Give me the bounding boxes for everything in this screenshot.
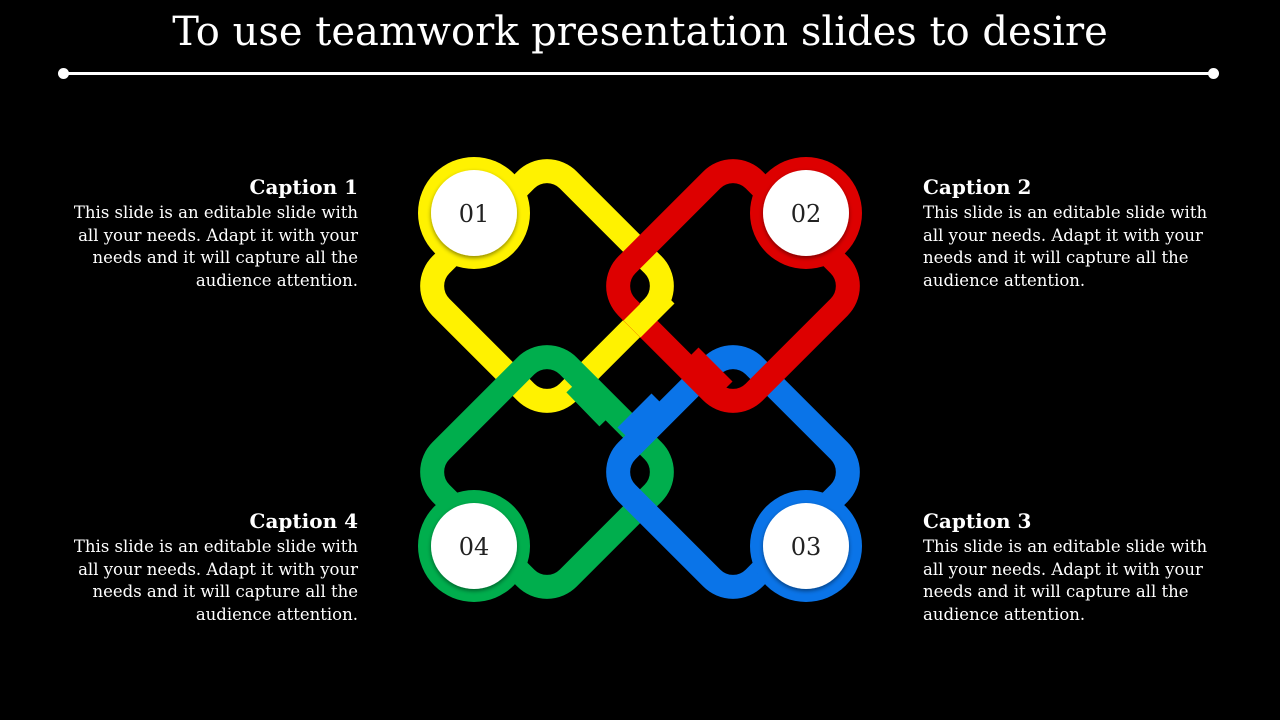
caption-heading-4: Caption 4 <box>249 509 358 533</box>
number-label-2: 02 <box>791 200 822 228</box>
caption-text-4: This slide is an editable slide with all… <box>73 537 358 624</box>
caption-text-1: This slide is an editable slide with all… <box>73 203 358 290</box>
number-badge-4: 04 <box>431 503 517 589</box>
caption-heading-2: Caption 2 <box>923 175 1032 199</box>
caption-heading-1: Caption 1 <box>249 175 358 199</box>
divider-endpoint-left <box>58 68 69 79</box>
caption-text-3: This slide is an editable slide with all… <box>923 537 1208 624</box>
interlock-overlaps <box>566 286 733 445</box>
number-label-4: 04 <box>459 533 490 561</box>
caption-block-2: Caption 2 This slide is an editable slid… <box>923 174 1223 292</box>
divider-endpoint-right <box>1208 68 1219 79</box>
title-divider <box>64 72 1214 75</box>
caption-text-2: This slide is an editable slide with all… <box>923 203 1208 290</box>
number-badge-2: 02 <box>763 170 849 256</box>
caption-heading-3: Caption 3 <box>923 509 1032 533</box>
number-badge-3: 03 <box>763 503 849 589</box>
slide-title: To use teamwork presentation slides to d… <box>172 9 1108 55</box>
caption-block-3: Caption 3 This slide is an editable slid… <box>923 508 1223 626</box>
number-label-3: 03 <box>791 533 822 561</box>
number-badge-1: 01 <box>431 170 517 256</box>
caption-block-4: Caption 4 This slide is an editable slid… <box>58 508 358 626</box>
number-label-1: 01 <box>459 200 490 228</box>
caption-block-1: Caption 1 This slide is an editable slid… <box>58 174 358 292</box>
